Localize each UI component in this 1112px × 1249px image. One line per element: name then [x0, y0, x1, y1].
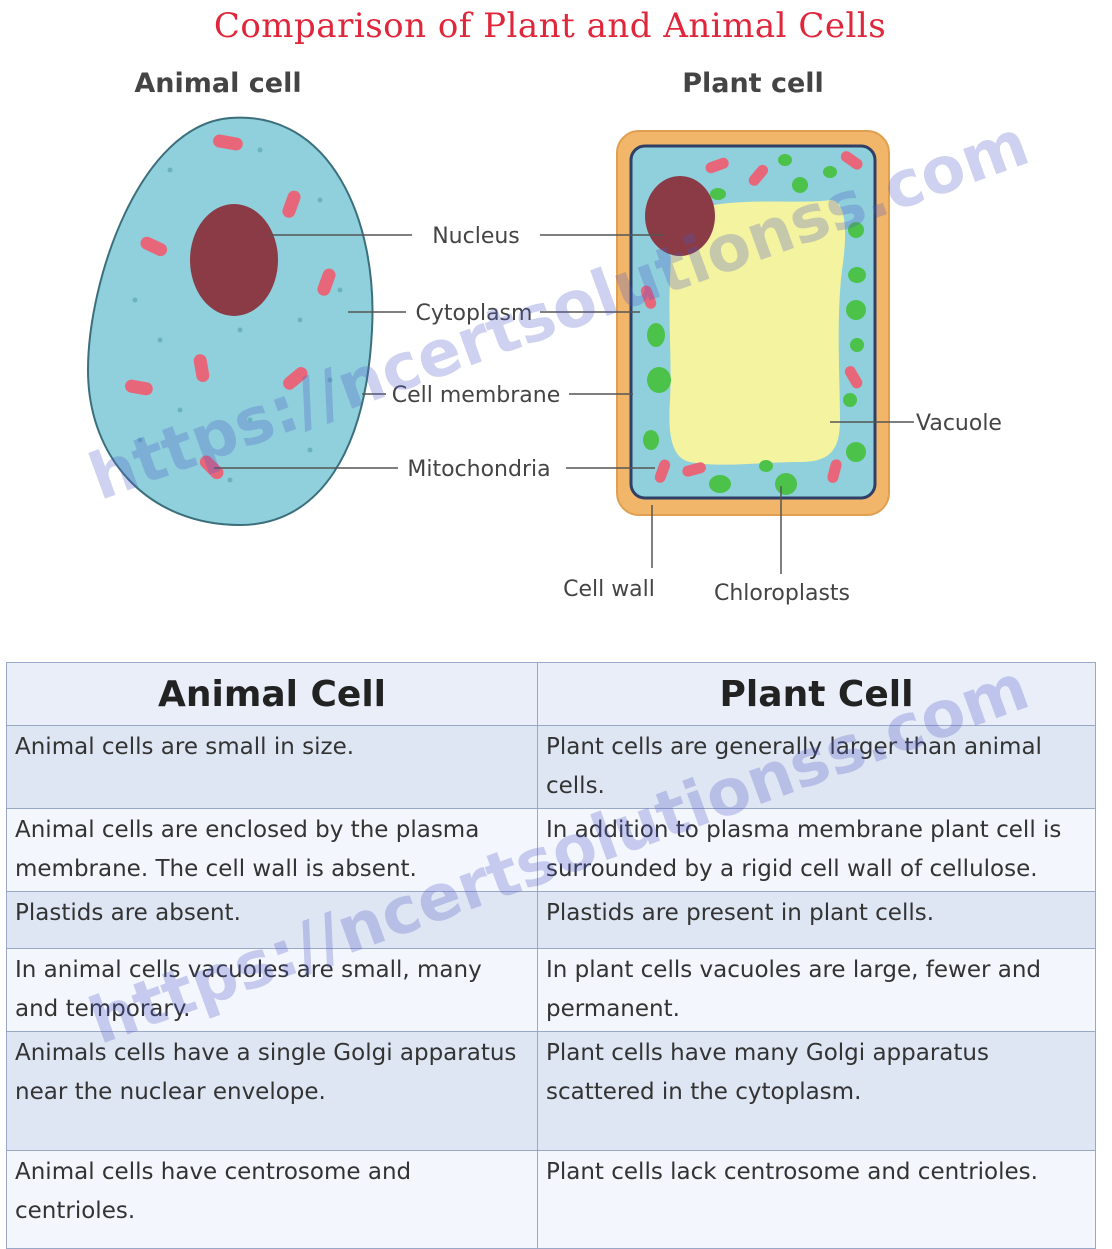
- label-cell-wall: Cell wall: [563, 577, 655, 602]
- label-cell-membrane: Cell membrane: [392, 383, 560, 408]
- header-plant-cell: Plant Cell: [537, 662, 1096, 726]
- plant-cell-cell: In plant cells vacuoles are large, fewer…: [537, 948, 1096, 1032]
- plant-cell-cell: Plant cells have many Golgi apparatus sc…: [537, 1031, 1096, 1151]
- label-vacuole: Vacuole: [916, 411, 1002, 436]
- animal-cell-cell: Plastids are absent.: [6, 891, 538, 949]
- label-cytoplasm: Cytoplasm: [416, 301, 533, 326]
- label-nucleus: Nucleus: [432, 224, 520, 249]
- plant-cell: [616, 130, 890, 516]
- table-row: Plastids are absent. Plastids are presen…: [6, 891, 1096, 949]
- animal-cytoplasm-dots: [132, 147, 343, 483]
- plant-cell-heading: Plant cell: [682, 68, 824, 99]
- animal-cell-heading: Animal cell: [134, 68, 301, 99]
- plant-cell-cell: Plant cells lack centrosome and centriol…: [537, 1150, 1096, 1249]
- plant-nucleus: [645, 176, 715, 256]
- table-row: Animal cells are enclosed by the plasma …: [6, 808, 1096, 892]
- table-row: Animal cells are small in size. Plant ce…: [6, 725, 1096, 809]
- comparison-table: Animal Cell Plant Cell Animal cells are …: [6, 662, 1096, 1249]
- animal-cell-cell: Animal cells have centrosome and centrio…: [6, 1150, 538, 1249]
- leader-lines: [214, 234, 914, 574]
- plant-vacuole: [669, 200, 846, 465]
- page-title: Comparison of Plant and Animal Cells: [213, 6, 887, 46]
- animal-nucleus: [190, 204, 278, 316]
- header-animal-cell: Animal Cell: [6, 662, 538, 726]
- table-row: In animal cells vacuoles are small, many…: [6, 948, 1096, 1032]
- animal-cell: [86, 116, 374, 527]
- animal-cell-body: [86, 116, 374, 527]
- animal-cell-cell: Animal cells are small in size.: [6, 725, 538, 809]
- table-row: Animal cells have centrosome and centrio…: [6, 1150, 1096, 1249]
- animal-cell-cell: Animal cells are enclosed by the plasma …: [6, 808, 538, 892]
- plant-mitochondria: [640, 151, 863, 483]
- animal-cell-cell: In animal cells vacuoles are small, many…: [6, 948, 538, 1032]
- label-mitochondria: Mitochondria: [407, 457, 550, 482]
- animal-cell-cell: Animals cells have a single Golgi appara…: [6, 1031, 538, 1151]
- label-chloroplasts: Chloroplasts: [714, 581, 850, 606]
- animal-mitochondria: [125, 134, 336, 480]
- plant-cell-cell: In addition to plasma membrane plant cel…: [537, 808, 1096, 892]
- plant-cell-cell: Plant cells are generally larger than an…: [537, 725, 1096, 809]
- table-header-row: Animal Cell Plant Cell: [6, 662, 1096, 726]
- cell-diagram: Animal cell Plant cell: [86, 68, 1002, 606]
- plant-cell-cell: Plastids are present in plant cells.: [537, 891, 1096, 949]
- table-row: Animals cells have a single Golgi appara…: [6, 1031, 1096, 1151]
